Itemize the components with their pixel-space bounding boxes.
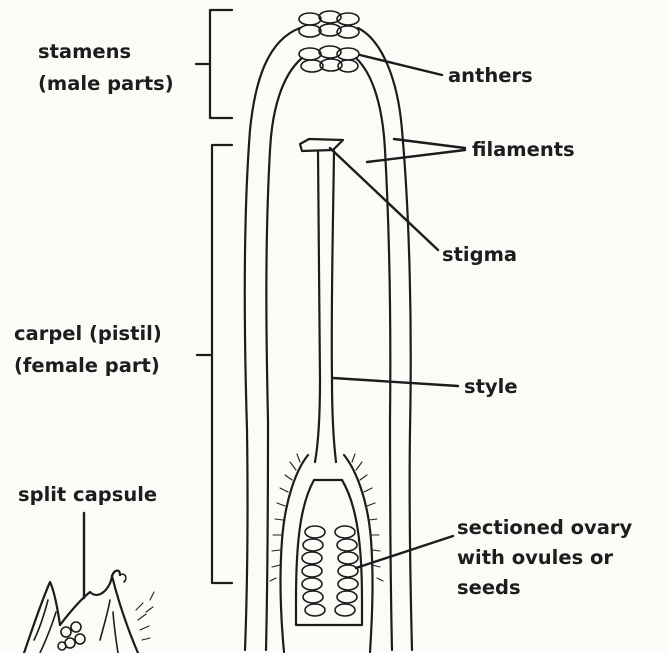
ovules: [302, 526, 358, 616]
stigma: [300, 139, 343, 151]
anthers: [299, 11, 359, 72]
stigma-label: stigma: [442, 243, 517, 266]
split-capsule-label: split capsule: [18, 483, 157, 506]
ovary-hairs: [270, 454, 383, 581]
filaments-leader: [367, 139, 465, 162]
stigma-leader: [330, 148, 438, 250]
style: [315, 151, 336, 462]
style-label: style: [464, 375, 518, 398]
anthers-label: anthers: [448, 64, 533, 87]
carpel-bracket: [197, 145, 232, 583]
ovary-label-line2: with ovules or: [457, 546, 613, 569]
stamens-bracket: [196, 10, 232, 118]
carpel-label-line2: (female part): [14, 354, 160, 377]
style-leader: [333, 378, 458, 386]
ovary-label-line1: sectioned ovary: [457, 516, 633, 539]
stamens-label-line1: stamens: [38, 40, 131, 63]
anthers-leader: [360, 55, 442, 75]
stamens-label-line2: (male parts): [38, 72, 174, 95]
carpel-label-line1: carpel (pistil): [14, 322, 162, 345]
filaments-label: filaments: [472, 138, 575, 161]
ovary-label-line3: seeds: [457, 576, 521, 599]
ovary-outer: [281, 455, 373, 652]
split-capsule-sketch: [24, 571, 154, 653]
